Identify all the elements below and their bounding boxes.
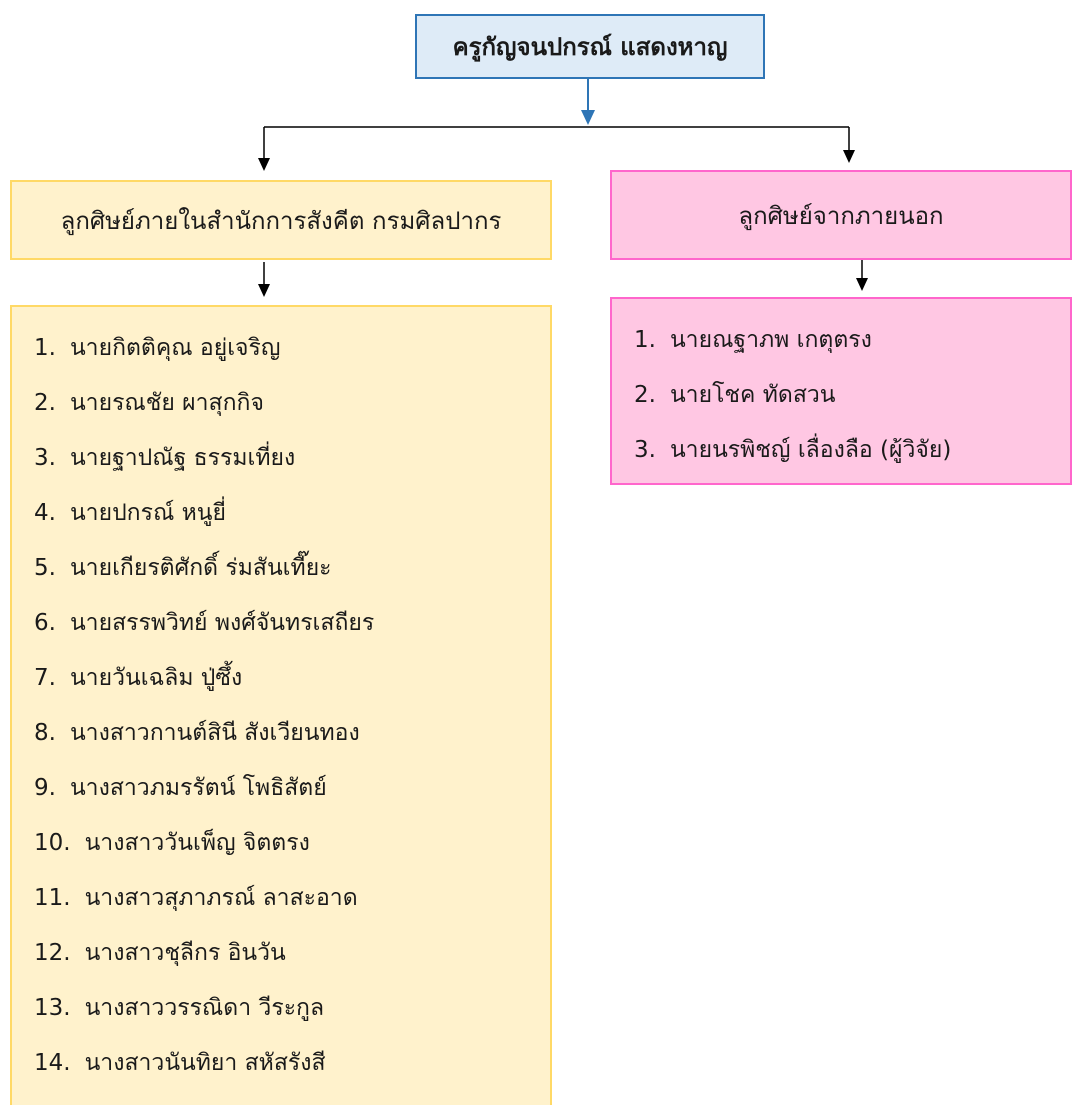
list-item: 13. นางสาววรรณิดา วีระกูล xyxy=(34,997,324,1020)
item-number: 13. xyxy=(34,995,71,1021)
item-name: นายฐาปณัฐ ธรรมเที่ยง xyxy=(69,445,296,471)
list-item: 1. นายกิตติคุณ อยู่เจริญ xyxy=(34,337,280,360)
root-down-arrowhead xyxy=(581,110,595,125)
left-list-arrowhead xyxy=(258,284,270,297)
list-item: 2. นายโชค ทัดสวน xyxy=(634,384,836,407)
list-item: 10. นางสาววันเพ็ญ จิตตรง xyxy=(34,832,310,855)
left-student-list: 1. นายกิตติคุณ อยู่เจริญ 2. นายรณชัย ผาสุก… xyxy=(10,305,552,1105)
item-name: นายโชค ทัดสวน xyxy=(669,382,836,408)
item-number: 6. xyxy=(34,610,56,636)
item-name: นายสรรพวิทย์ พงศ์จันทรเสถียร xyxy=(69,610,375,636)
item-number: 10. xyxy=(34,830,71,856)
item-name: นางสาววันเพ็ญ จิตตรง xyxy=(84,830,310,856)
item-number: 1. xyxy=(634,327,656,353)
left-branch-arrowhead xyxy=(258,158,270,171)
root-title: ครูกัญจนปกรณ์ แสดงหาญ xyxy=(452,33,728,61)
item-number: 11. xyxy=(34,885,71,911)
item-name: นายนรพิชญ์ เลื่องลือ (ผู้วิจัย) xyxy=(669,437,952,463)
right-group-header: ลูกศิษย์จากภายนอก xyxy=(610,170,1072,260)
item-name: นางสาวชุลีกร อินวัน xyxy=(84,940,286,966)
item-number: 9. xyxy=(34,775,56,801)
list-item: 3. นายนรพิชญ์ เลื่องลือ (ผู้วิจัย) xyxy=(634,439,951,462)
item-number: 8. xyxy=(34,720,56,746)
list-item: 5. นายเกียรติศักดิ์ ร่มสันเที๊ยะ xyxy=(34,557,332,580)
list-item: 8. นางสาวกานต์สินี สังเวียนทอง xyxy=(34,722,360,745)
item-name: นายเกียรติศักดิ์ ร่มสันเที๊ยะ xyxy=(69,555,332,581)
root-node: ครูกัญจนปกรณ์ แสดงหาญ xyxy=(415,14,765,79)
right-branch-arrowhead xyxy=(843,150,855,163)
right-list-arrowhead xyxy=(856,278,868,291)
item-name: นางสาวกานต์สินี สังเวียนทอง xyxy=(69,720,360,746)
list-item: 9. นางสาวภมรรัตน์ โพธิสัตย์ xyxy=(34,777,327,800)
item-name: นายวันเฉลิม ปู่ซึ้ง xyxy=(69,665,243,691)
item-number: 14. xyxy=(34,1050,71,1076)
right-student-list: 1. นายณฐาภพ เกตุตรง 2. นายโชค ทัดสวน 3. นาย… xyxy=(610,297,1072,485)
item-number: 7. xyxy=(34,665,56,691)
list-item: 11. นางสาวสุภาภรณ์ ลาสะอาด xyxy=(34,887,358,910)
right-group-title: ลูกศิษย์จากภายนอก xyxy=(738,201,944,230)
item-name: นางสาววรรณิดา วีระกูล xyxy=(84,995,325,1021)
list-item: 2. นายรณชัย ผาสุกกิจ xyxy=(34,392,264,415)
left-group-title: ลูกศิษย์ภายในสำนักการสังคีต กรมศิลปากร xyxy=(60,206,502,235)
item-name: นายรณชัย ผาสุกกิจ xyxy=(69,390,264,416)
item-name: นางสาวภมรรัตน์ โพธิสัตย์ xyxy=(69,775,327,801)
item-number: 4. xyxy=(34,500,56,526)
item-number: 2. xyxy=(634,382,656,408)
list-item: 12. นางสาวชุลีกร อินวัน xyxy=(34,942,286,965)
left-group-header: ลูกศิษย์ภายในสำนักการสังคีต กรมศิลปากร xyxy=(10,180,552,260)
item-number: 5. xyxy=(34,555,56,581)
list-item: 14. นางสาวนันทิยา สหัสรังสี xyxy=(34,1052,325,1075)
item-name: นายกิตติคุณ อยู่เจริญ xyxy=(69,335,281,361)
item-name: นายปกรณ์ หนูยี่ xyxy=(69,500,226,526)
item-name: นางสาวสุภาภรณ์ ลาสะอาด xyxy=(84,885,358,911)
item-number: 1. xyxy=(34,335,56,361)
item-number: 3. xyxy=(634,437,656,463)
item-name: นายณฐาภพ เกตุตรง xyxy=(669,327,872,353)
list-item: 7. นายวันเฉลิม ปู่ซึ้ง xyxy=(34,667,242,690)
list-item: 6. นายสรรพวิทย์ พงศ์จันทรเสถียร xyxy=(34,612,374,635)
item-number: 3. xyxy=(34,445,56,471)
item-name: นางสาวนันทิยา สหัสรังสี xyxy=(84,1050,326,1076)
list-item: 4. นายปกรณ์ หนูยี่ xyxy=(34,502,226,525)
item-number: 12. xyxy=(34,940,71,966)
list-item: 1. นายณฐาภพ เกตุตรง xyxy=(634,329,872,352)
list-item: 3. นายฐาปณัฐ ธรรมเที่ยง xyxy=(34,447,295,470)
item-number: 2. xyxy=(34,390,56,416)
